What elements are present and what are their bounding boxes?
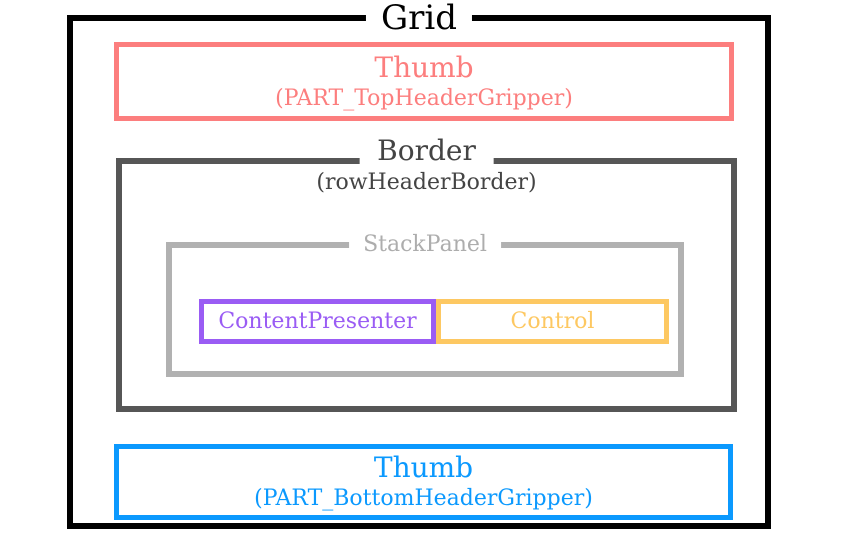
- top-thumb-label: Thumb: [374, 50, 474, 84]
- stackpanel-title-label: StackPanel: [349, 231, 501, 259]
- top-thumb-label-group: Thumb (PART_TopHeaderGripper): [119, 47, 729, 116]
- bottom-thumb-part-name: (PART_BottomHeaderGripper): [254, 486, 593, 511]
- control-box: Control: [436, 299, 669, 344]
- row-header-border-box: Border (rowHeaderBorder) StackPanel Cont…: [116, 134, 737, 412]
- content-presenter-label: ContentPresenter: [218, 309, 417, 334]
- top-thumb-part-name: (PART_TopHeaderGripper): [275, 85, 573, 111]
- border-title-label: Border: [359, 134, 494, 168]
- grid-title-label: Grid: [365, 0, 473, 38]
- top-header-gripper-thumb-box: Thumb (PART_TopHeaderGripper): [114, 42, 734, 121]
- grid-container-box: Grid Thumb (PART_TopHeaderGripper) Borde…: [67, 0, 771, 529]
- stackpanel-box: StackPanel ContentPresenter Control: [166, 231, 684, 377]
- bottom-thumb-label: Thumb: [373, 451, 474, 484]
- border-subtitle-label: (rowHeaderBorder): [316, 170, 537, 195]
- bottom-thumb-label-group: Thumb (PART_BottomHeaderGripper): [119, 449, 728, 515]
- bottom-header-gripper-thumb-box: Thumb (PART_BottomHeaderGripper): [114, 444, 733, 520]
- control-label: Control: [510, 309, 595, 334]
- content-presenter-box: ContentPresenter: [199, 299, 436, 344]
